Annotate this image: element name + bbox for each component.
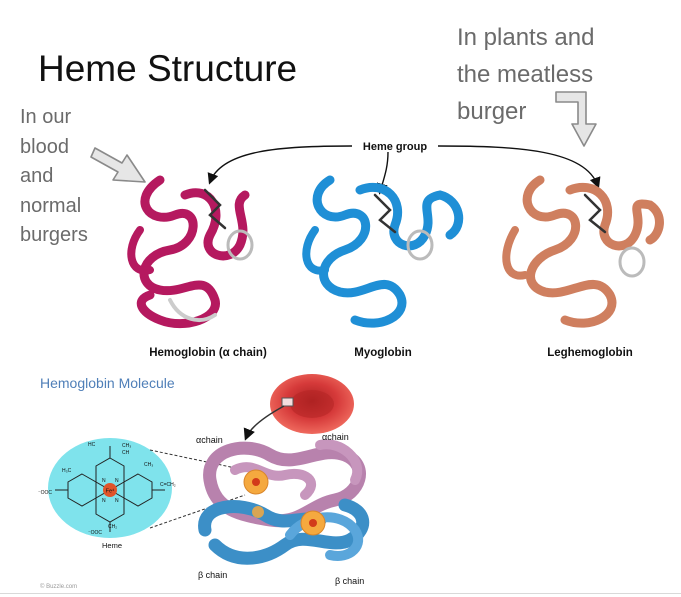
left-note-line: and (20, 165, 54, 187)
nitrogen-label: N (102, 478, 106, 484)
left-note-line: blood (20, 135, 69, 158)
page-title: Heme Structure (38, 48, 298, 89)
nitrogen-label: N (115, 498, 119, 504)
beta-chain-label: β chain (335, 576, 364, 586)
beta-chain-label: β chain (198, 570, 227, 580)
arrow-down-icon (555, 91, 597, 147)
left-note-line: burgers (20, 224, 88, 246)
hemoglobin-ribbon (127, 175, 254, 328)
watermark: © Buzzle.com (40, 583, 77, 590)
right-note-line: burger (457, 98, 527, 125)
heme-callout-lines (149, 449, 246, 529)
left-note-line: normal (20, 194, 82, 217)
arrow-right-down-icon (90, 147, 146, 183)
myoglobin-ribbon (302, 175, 464, 328)
chem-group-label: C=CH₂ (160, 482, 176, 488)
heme-group-label: Heme group (363, 141, 427, 153)
iron-label: Fe⁴ (106, 488, 115, 495)
chem-group-label: CH₃ (144, 462, 153, 468)
hemoglobin-tetramer (198, 439, 369, 565)
right-note-line: In plants and (457, 24, 595, 51)
red-blood-cell (243, 374, 354, 441)
alpha-chain-label: αchain (196, 435, 223, 445)
chem-group-label: HC (88, 442, 96, 448)
nitrogen-label: N (102, 498, 106, 504)
chem-group-label: ⁻OOC (88, 530, 102, 536)
right-note-line: the meatless (457, 61, 594, 88)
hemoglobin-label: Hemoglobin (α chain) (149, 347, 267, 359)
bottom-divider (0, 593, 681, 594)
heme-label: Heme (102, 541, 122, 550)
alpha-chain-label: αchain (322, 432, 349, 442)
heme-discs (243, 469, 326, 536)
myoglobin-label: Myoglobin (354, 347, 412, 359)
chem-group-label: CH (122, 450, 130, 456)
chem-group-label: H₃C (62, 468, 72, 474)
right-note: In plants and the meatless burger (457, 19, 594, 130)
leghemoglobin-label: Leghemoglobin (547, 347, 633, 359)
leghemoglobin-ribbon (502, 175, 664, 328)
left-note-line: In our (20, 106, 72, 128)
hemoglobin-molecule-title: Hemoglobin Molecule (40, 375, 175, 391)
nitrogen-label: N (115, 478, 119, 484)
chem-group-label: CH₃ (122, 443, 131, 449)
heme-structure: Fe⁴ N N N N CH₃ CH HC CH₃ H₃C C=CH₂ ⁻OOC… (38, 438, 176, 550)
chem-group-label: CH₂ (108, 524, 117, 530)
chem-group-label: ⁻OOC (38, 490, 52, 496)
left-note: In our blood and normal burgers (20, 103, 88, 251)
